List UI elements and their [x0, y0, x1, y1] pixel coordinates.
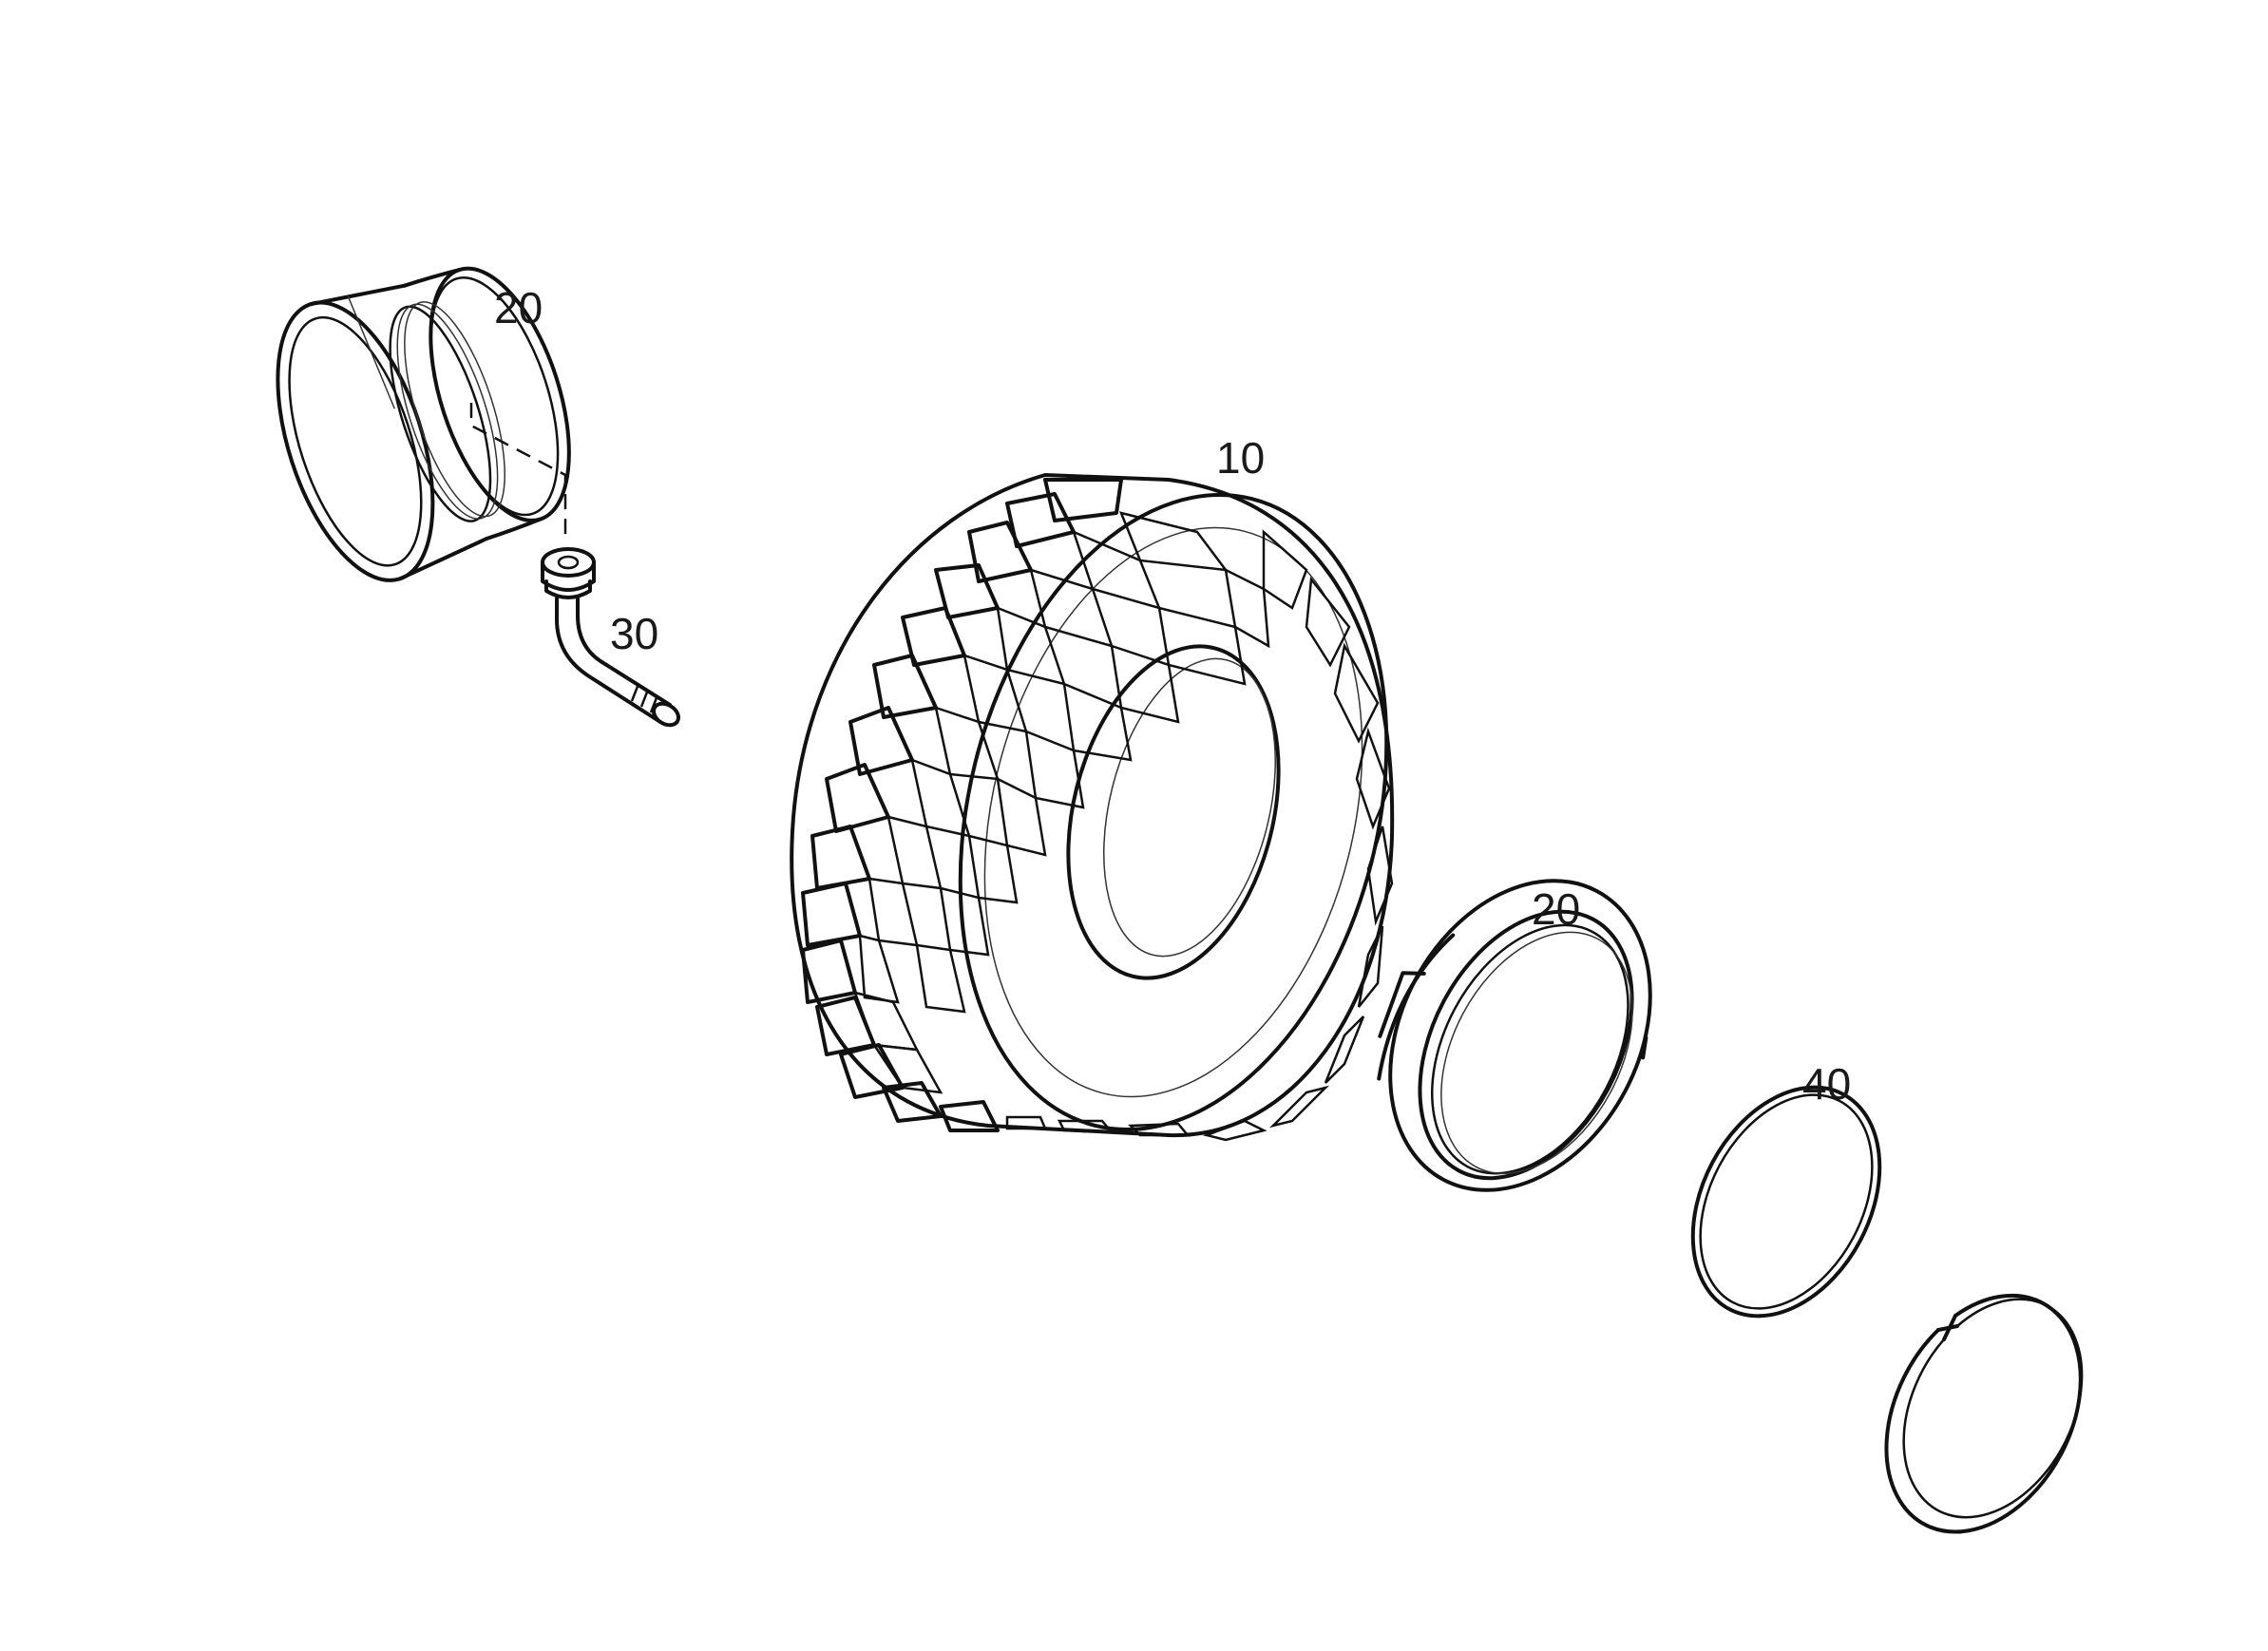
rim-rear-drawing — [276, 266, 571, 582]
callout-rim-rear: 20 — [494, 283, 543, 332]
split-ring-drawing — [1884, 1293, 2084, 1534]
callout-rim-front: 20 — [1532, 884, 1580, 934]
lock-ring-drawing — [1690, 1085, 1882, 1319]
callout-tire: 10 — [1216, 433, 1265, 483]
callout-lock-ring: 40 — [1802, 1059, 1851, 1109]
tyre-drawing — [790, 473, 1395, 1142]
valve-drawing — [541, 547, 681, 728]
rim-front-drawing — [1377, 879, 1652, 1192]
callout-valve: 30 — [610, 609, 658, 658]
